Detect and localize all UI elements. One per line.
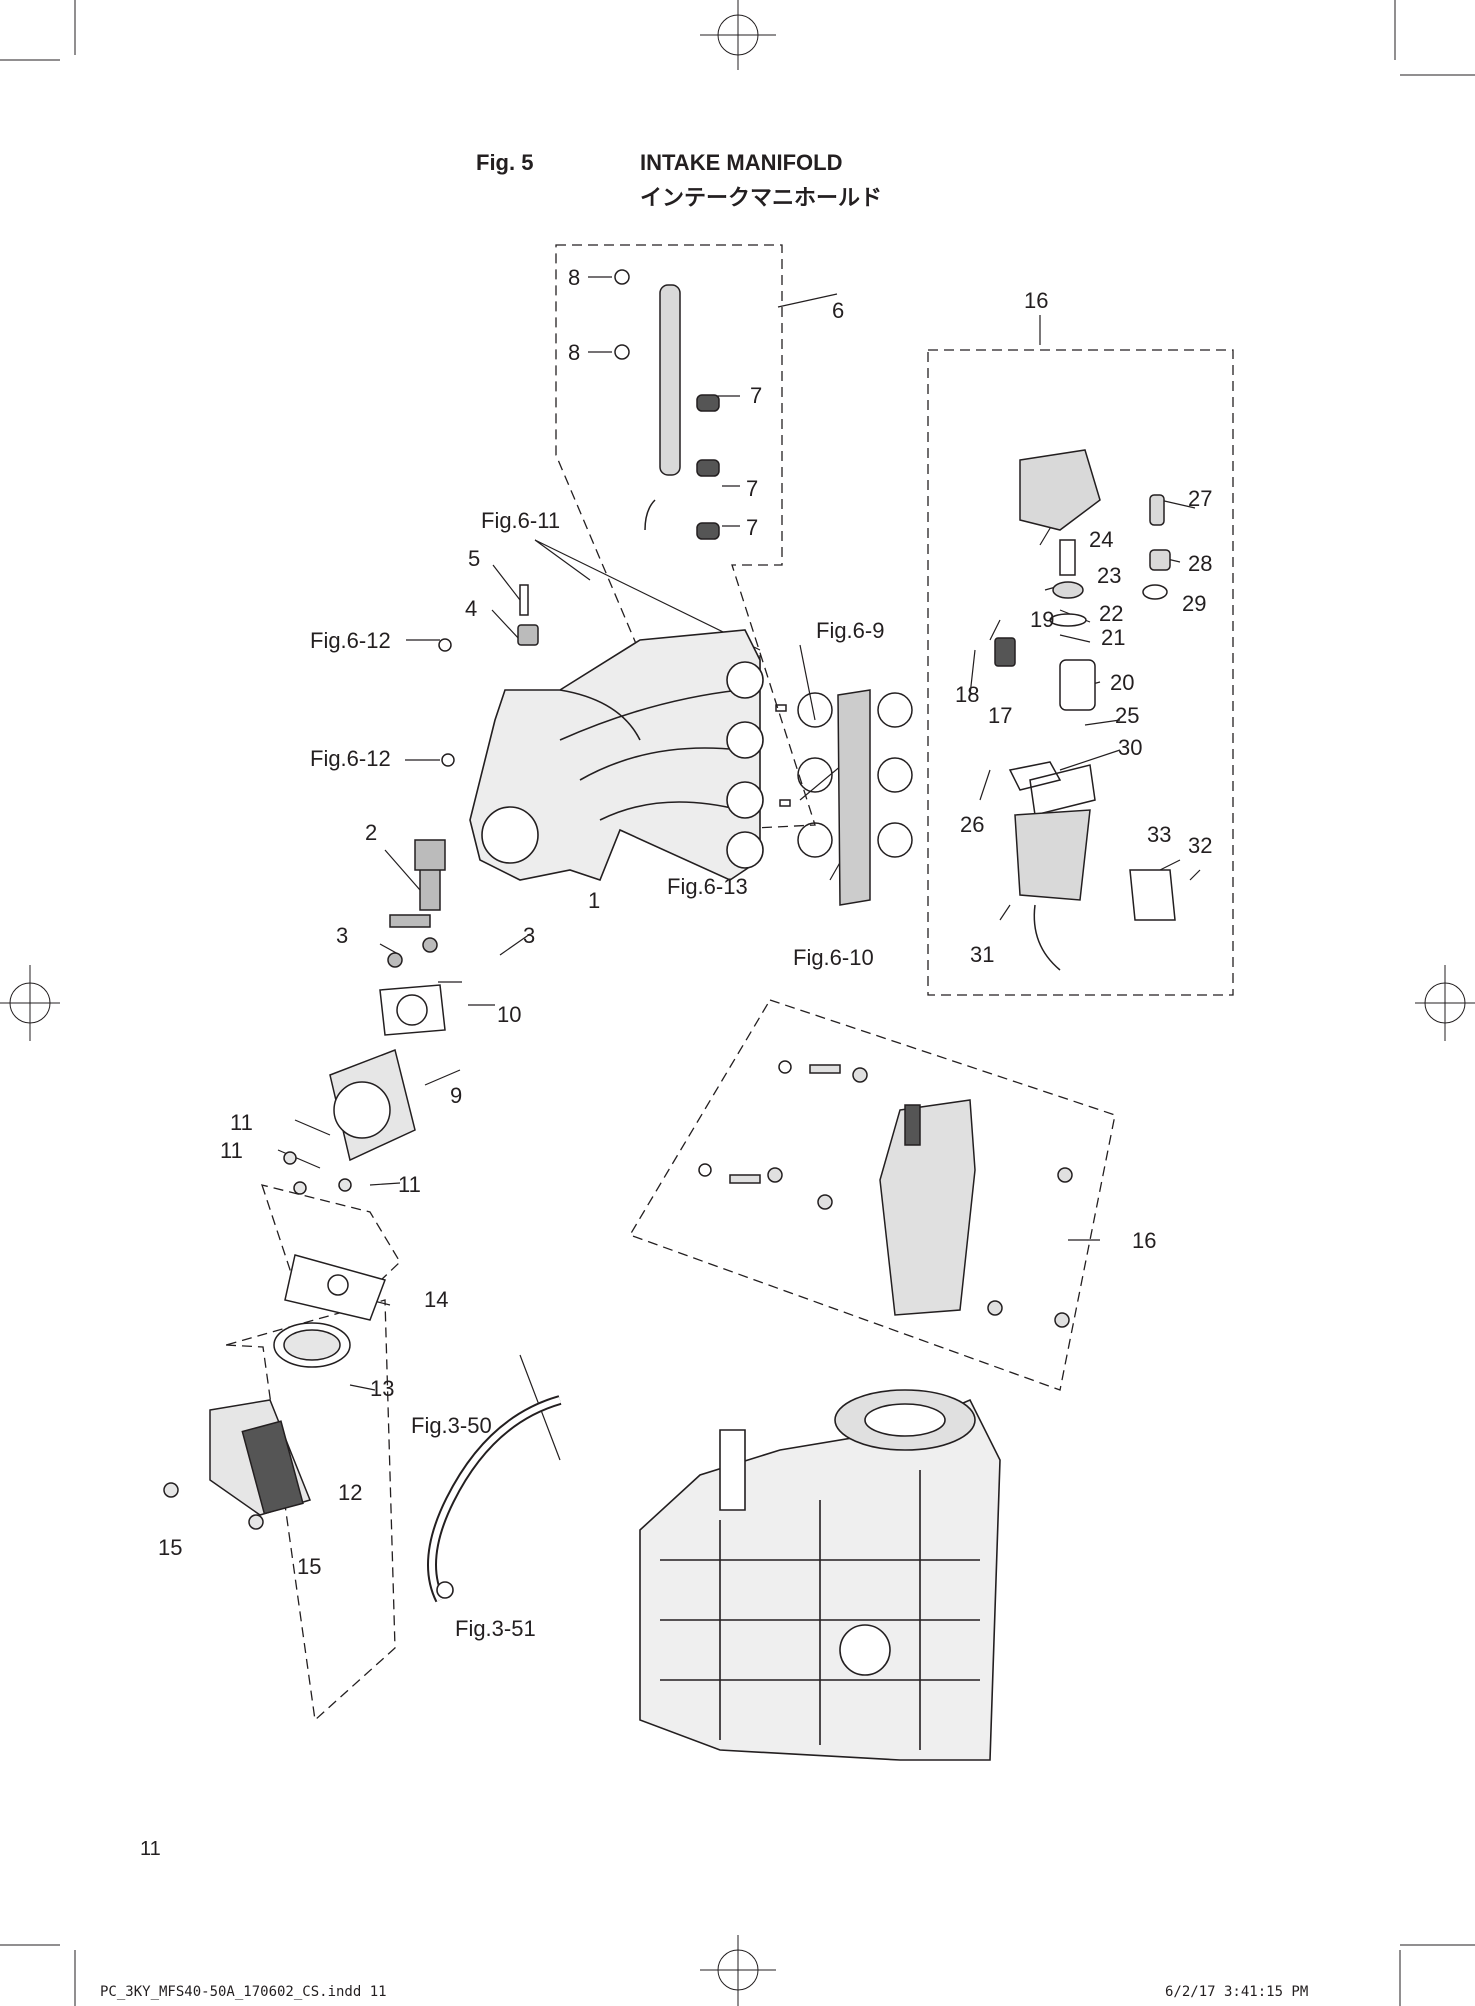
figure-subtitle-japanese: インテークマニホールド bbox=[640, 186, 883, 211]
vapor-separator-assembly bbox=[698, 1060, 1073, 1328]
callout-11c: 11 bbox=[398, 1172, 421, 1197]
callout-4: 4 bbox=[465, 596, 477, 621]
callout-29: 29 bbox=[1182, 591, 1206, 616]
callout-11b: 11 bbox=[220, 1138, 243, 1163]
power-head-engine-block bbox=[427, 1389, 1001, 1761]
callout-6: 6 bbox=[832, 298, 844, 323]
callout-11a: 11 bbox=[230, 1110, 253, 1135]
callout-26: 26 bbox=[960, 812, 984, 837]
callout-24: 24 bbox=[1089, 527, 1113, 552]
callout-32: 32 bbox=[1188, 833, 1212, 858]
callout-15b: 15 bbox=[297, 1554, 321, 1579]
callout-5: 5 bbox=[468, 546, 480, 571]
callout-27: 27 bbox=[1188, 486, 1212, 511]
fig-ref-6-11: Fig.6-11 bbox=[481, 508, 560, 533]
callout-21: 21 bbox=[1101, 625, 1125, 650]
callout-8a: 8 bbox=[568, 265, 580, 290]
callout-12: 12 bbox=[338, 1480, 362, 1505]
callout-3a: 3 bbox=[336, 923, 348, 948]
fuel-pump-group-box bbox=[927, 349, 1234, 996]
callout-10: 10 bbox=[497, 1002, 521, 1027]
figure-reference-labels: Fig.6-11 Fig.6-12 Fig.6-12 Fig.6-9 Fig.6… bbox=[310, 508, 884, 1641]
fuel-pump-assembly bbox=[994, 449, 1176, 971]
callout-7a: 7 bbox=[750, 383, 762, 408]
fig-ref-6-12-upper: Fig.6-12 bbox=[310, 628, 391, 653]
print-slug-timestamp: 6/2/17 3:41:15 PM bbox=[1165, 1984, 1309, 2000]
throttle-body bbox=[283, 984, 446, 1195]
callout-15a: 15 bbox=[158, 1535, 182, 1560]
callout-19: 19 bbox=[1030, 607, 1054, 632]
callout-33: 33 bbox=[1147, 822, 1171, 847]
callout-1: 1 bbox=[588, 888, 600, 913]
callout-labels: 1 2 3 3 4 5 6 7 7 7 8 8 9 10 11 11 11 12… bbox=[158, 265, 1212, 1579]
fuel-rail-group-box bbox=[555, 244, 816, 831]
sensor-and-valve-parts bbox=[387, 584, 539, 968]
fig-ref-6-9: Fig.6-9 bbox=[816, 618, 884, 643]
vapor-separator-group-box bbox=[629, 999, 1116, 1391]
callout-28: 28 bbox=[1188, 551, 1212, 576]
callout-23: 23 bbox=[1097, 563, 1121, 588]
callout-16b: 16 bbox=[1132, 1228, 1156, 1253]
callout-17: 17 bbox=[988, 703, 1012, 728]
fuel-rail-assembly bbox=[614, 269, 720, 540]
callout-20: 20 bbox=[1110, 670, 1134, 695]
callout-9: 9 bbox=[450, 1083, 462, 1108]
callout-7c: 7 bbox=[746, 515, 758, 540]
fig-ref-6-10: Fig.6-10 bbox=[793, 945, 874, 970]
intake-manifold bbox=[469, 629, 764, 881]
callout-22: 22 bbox=[1099, 601, 1123, 626]
callout-16a: 16 bbox=[1024, 288, 1048, 313]
figure-title: INTAKE MANIFOLD bbox=[640, 150, 843, 175]
figure-number: Fig. 5 bbox=[476, 150, 534, 175]
callout-31: 31 bbox=[970, 942, 994, 967]
callout-3b: 3 bbox=[523, 923, 535, 948]
callout-8b: 8 bbox=[568, 340, 580, 365]
callout-7b: 7 bbox=[746, 476, 758, 501]
callout-30: 30 bbox=[1118, 735, 1142, 760]
fig-ref-6-13: Fig.6-13 bbox=[667, 874, 748, 899]
callout-25: 25 bbox=[1115, 703, 1139, 728]
callout-14: 14 bbox=[424, 1287, 448, 1312]
fig-ref-3-50: Fig.3-50 bbox=[411, 1413, 492, 1438]
intake-gaskets bbox=[775, 689, 913, 906]
fig-ref-6-12-lower: Fig.6-12 bbox=[310, 746, 391, 771]
callout-13: 13 bbox=[370, 1376, 394, 1401]
print-slug-filename: PC_3KY_MFS40-50A_170602_CS.indd 11 bbox=[100, 1984, 387, 2000]
callout-2: 2 bbox=[365, 820, 377, 845]
silencer-parts bbox=[163, 1254, 386, 1530]
fig-ref-3-51: Fig.3-51 bbox=[455, 1616, 536, 1641]
callout-18: 18 bbox=[955, 682, 979, 707]
page-number: 11 bbox=[140, 1838, 161, 1860]
